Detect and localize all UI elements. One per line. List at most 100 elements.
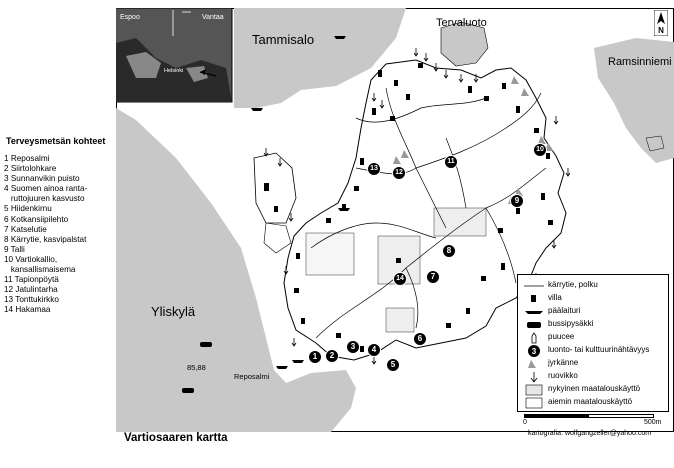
poi-marker-1: 1 [308, 350, 322, 364]
toilet-icon [531, 332, 537, 344]
agri-former-icon [525, 397, 543, 409]
legend-item-sight: 3 luonto- tai kulttuurinähtävyys [518, 344, 668, 358]
legend-item-cliff: jyrkänne [518, 357, 668, 371]
pier-3 [292, 360, 304, 363]
poi-item: 2 Siirtolohkare [4, 164, 57, 174]
svg-text:3: 3 [532, 347, 537, 356]
path-2 [385, 87, 447, 229]
bus-stop-2 [182, 388, 194, 393]
poi-item: 8 Kärrytie, kasvipalstat [4, 234, 87, 244]
legend: kärrytie, polku villa päälaituri bussipy… [517, 274, 669, 412]
poi-item: ruttojuuren kasvusto [4, 194, 85, 204]
legend-item-bus: bussipysäkki [518, 318, 668, 332]
poi-item: 14 Hakamaa [4, 305, 51, 315]
legend-item-agri-former: aiemin maatalouskäyttö [518, 396, 668, 410]
legend-label: bussipysäkki [548, 319, 594, 328]
poi-item: 5 Hiidenkirnu [4, 204, 52, 214]
poi-marker-11: 11 [444, 155, 458, 169]
legend-item-agri-current: nykyinen maatalouskäyttö [518, 383, 668, 397]
scale-bar: 0 500m [520, 414, 670, 430]
poi-item: 10 Vartiokallio, [4, 254, 58, 264]
legend-label: kärrytie, polku [548, 280, 598, 289]
poi-item: 13 Tonttukirkko [4, 295, 59, 305]
north-arrow-icon: N [654, 10, 668, 36]
place-tammisalo: Tammisalo [252, 32, 315, 47]
pier-icon [525, 311, 543, 314]
legend-label: päälaituri [548, 306, 581, 315]
place-yliskyla: Yliskylä [151, 304, 196, 319]
legend-label: luonto- tai kulttuurinähtävyys [548, 345, 650, 354]
poi-marker-6: 6 [413, 332, 427, 346]
islet-west [253, 152, 297, 224]
water-west [116, 108, 356, 432]
path-6 [310, 222, 437, 249]
poi-marker-14: 14 [393, 272, 407, 286]
poi-marker-4: 4 [367, 343, 381, 357]
land-ramsinniemi [594, 38, 674, 163]
legend-label: aiemin maatalouskäyttö [548, 397, 633, 406]
inset-label-vantaa: Vantaa [202, 14, 224, 21]
pier-4 [251, 108, 263, 111]
legend-label: puucee [548, 332, 575, 341]
poi-list-title: Terveysmetsän kohteet [6, 136, 106, 146]
poi-item: 6 Kotkansiipilehto [4, 214, 69, 224]
legend-item-villa: villa [518, 292, 668, 306]
water-tammisalo [234, 8, 406, 108]
agri-area-4 [305, 232, 355, 276]
legend-label: nykyinen maatalouskäyttö [548, 384, 641, 393]
reed-icon [530, 372, 538, 383]
pier-5 [276, 366, 288, 369]
path-3 [415, 92, 542, 169]
sight-marker-icon: 3 [528, 345, 540, 357]
inset-label-espoo: Espoo [120, 14, 140, 21]
elevation-label: 85,88 [187, 363, 206, 372]
agri-area-2 [433, 207, 487, 237]
legend-item-pier: päälaituri [518, 305, 668, 319]
legend-item-path: kärrytie, polku [518, 279, 668, 293]
poi-marker-7: 7 [426, 270, 440, 284]
poi-item: 3 Sunnanvikin puisto [4, 174, 80, 184]
cliff-icon [528, 360, 536, 368]
agri-area-3 [385, 307, 415, 333]
inset-label-helsinki: Helsinki [164, 68, 184, 74]
pier-2 [338, 208, 350, 211]
path-8 [485, 207, 517, 284]
poi-marker-10: 10 [533, 143, 547, 157]
place-ramsinniemi: Ramsinniemi [608, 56, 672, 68]
path-4 [355, 167, 417, 175]
poi-marker-3: 3 [346, 340, 360, 354]
map-title: Vartiosaaren kartta [124, 432, 228, 444]
island-tervaluoto [440, 21, 489, 67]
agri-current-icon [525, 384, 543, 396]
north-label: N [658, 26, 664, 35]
path-line-icon [524, 285, 544, 287]
poi-marker-13: 13 [367, 162, 381, 176]
place-reposalmi: Reposalmi [234, 372, 270, 381]
path-5 [445, 137, 467, 209]
poi-item: kansallismaisema [4, 265, 76, 275]
legend-item-reed: ruovikko [518, 370, 668, 384]
legend-label: villa [548, 293, 562, 302]
poi-item: 7 Katselutie [4, 224, 47, 234]
legend-label: jyrkänne [548, 358, 579, 367]
pier-1 [334, 36, 346, 39]
legend-label: ruovikko [548, 371, 578, 380]
poi-item: 11 Tapionpöytä [4, 275, 59, 285]
bus-stop-1 [200, 342, 212, 347]
islet-right [645, 135, 665, 152]
scale-bar-graphic [524, 414, 654, 418]
scale-start: 0 [523, 419, 527, 426]
poi-item: 4 Suomen ainoa ranta- [4, 184, 88, 194]
poi-marker-9: 9 [510, 194, 524, 208]
inset-map [116, 8, 233, 103]
poi-marker-2: 2 [325, 349, 339, 363]
path-7 [405, 267, 419, 329]
poi-list: 1 Reposalmi 2 Siirtolohkare 3 Sunnanviki… [4, 154, 87, 316]
legend-item-toilet: puucee [518, 331, 668, 345]
poi-item: 12 Jatulintarha [4, 285, 58, 295]
credit: kartografia: wolfgangzeller@yahoo.com [528, 430, 652, 437]
poi-marker-12: 12 [392, 166, 406, 180]
villa-icon [531, 295, 536, 302]
poi-item: 1 Reposalmi [4, 154, 50, 163]
poi-item: 9 Talli [4, 244, 25, 254]
